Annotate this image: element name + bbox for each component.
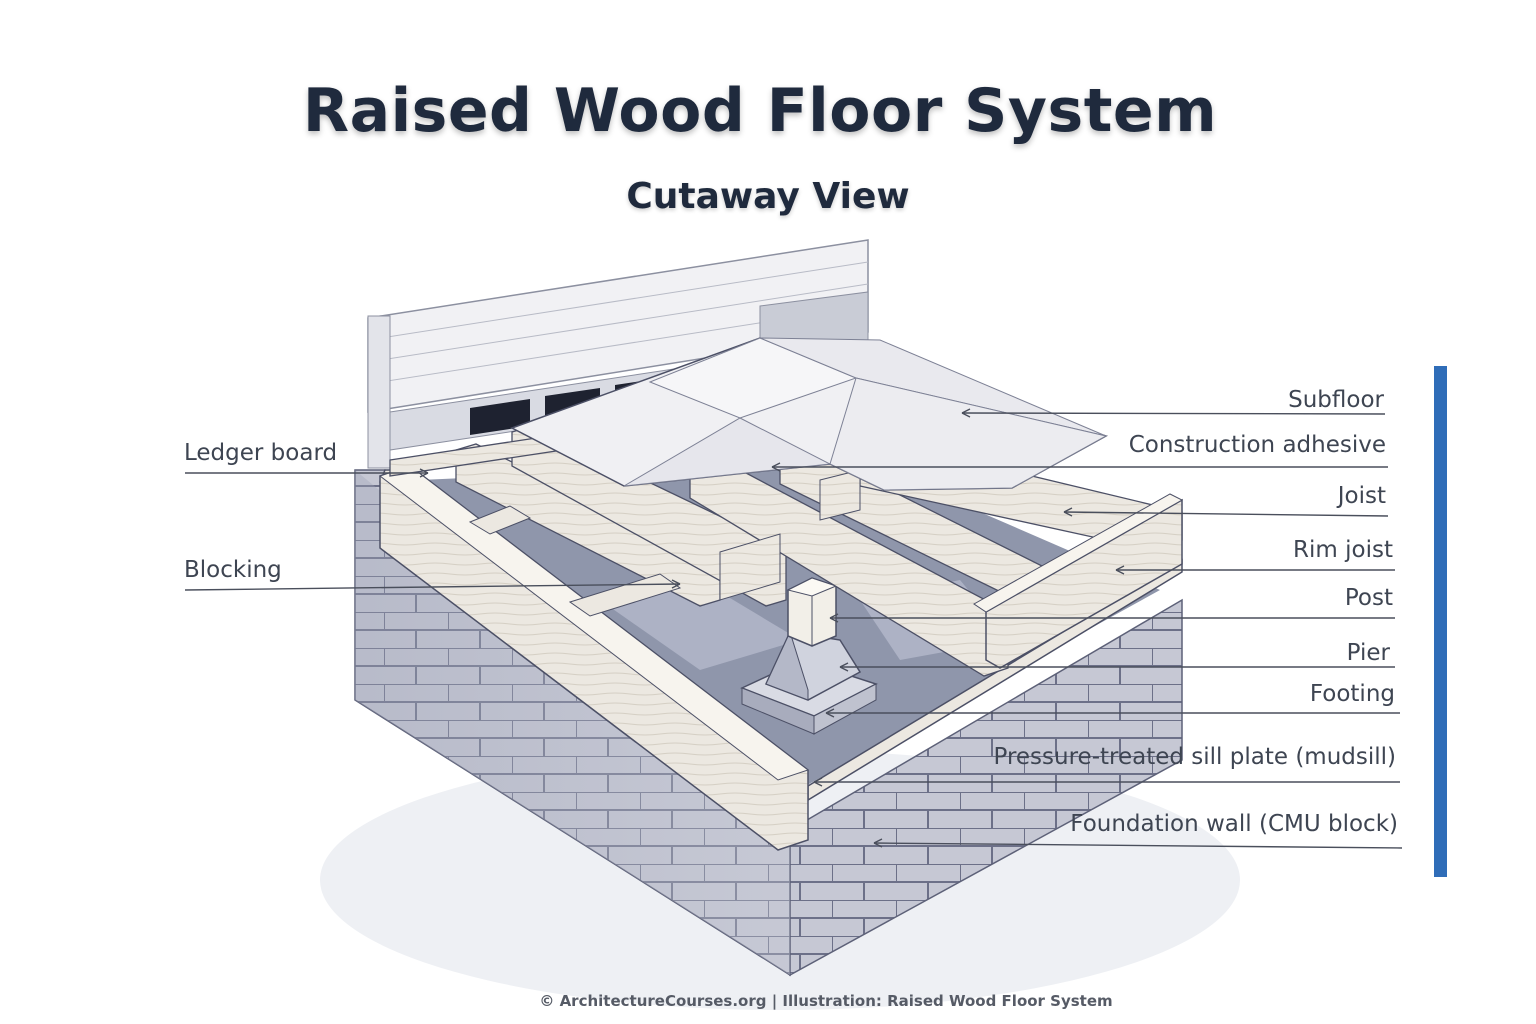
label-pier: Pier (1346, 640, 1390, 666)
leader-foundation (873, 838, 1403, 849)
leader-pier (839, 662, 1395, 672)
accent-bar (1434, 366, 1447, 877)
page-subtitle: Cutaway View (626, 176, 910, 217)
leader-adhesive (771, 462, 1388, 472)
page-title: Raised Wood Floor System (302, 76, 1218, 146)
label-footing: Footing (1309, 681, 1395, 707)
leader-lines (184, 408, 1403, 849)
subfloor-panels (510, 337, 1108, 491)
post (786, 577, 838, 647)
label-sill-plate: Pressure-treated sill plate (mudsill) (993, 744, 1396, 770)
leader-footing (825, 708, 1400, 718)
label-foundation-wall: Foundation wall (CMU block) (1070, 811, 1398, 837)
leader-blocking (184, 579, 681, 591)
leader-ledger (185, 468, 429, 478)
leader-subfloor (961, 408, 1386, 418)
leader-post (829, 613, 1395, 623)
label-subfloor: Subfloor (1288, 387, 1384, 413)
leader-sill (813, 777, 1400, 787)
footer-credit: © ArchitectureCourses.org | Illustration… (539, 992, 1113, 1010)
label-rim-joist: Rim joist (1293, 537, 1393, 563)
right-rim-joist (973, 493, 1184, 669)
pier (764, 630, 862, 701)
label-ledger-board: Ledger board (184, 440, 338, 466)
leader-rim (1115, 565, 1395, 575)
label-blocking: Blocking (184, 557, 282, 583)
label-joist: Joist (1337, 483, 1386, 509)
label-construction-adhesive: Construction adhesive (1128, 432, 1386, 458)
label-post: Post (1344, 585, 1393, 611)
leader-joist (1063, 507, 1389, 517)
